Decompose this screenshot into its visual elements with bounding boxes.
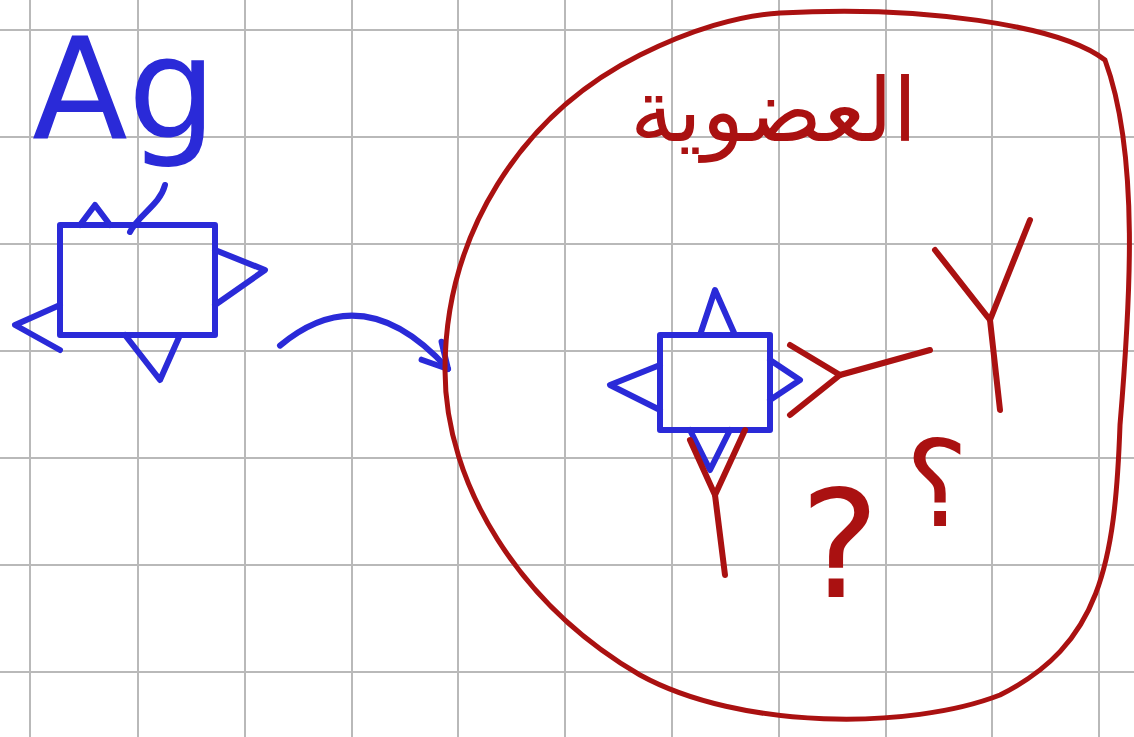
curved-arrow — [280, 316, 448, 369]
question-mark: ? — [800, 470, 880, 620]
organism-circle: العضوية — [440, 5, 1130, 733]
node-heading: العضوية — [630, 67, 917, 155]
arabic-question-mark: ؟ — [905, 425, 969, 545]
antigen-group: Ag — [10, 20, 280, 390]
node-heading: Ag — [32, 20, 217, 160]
